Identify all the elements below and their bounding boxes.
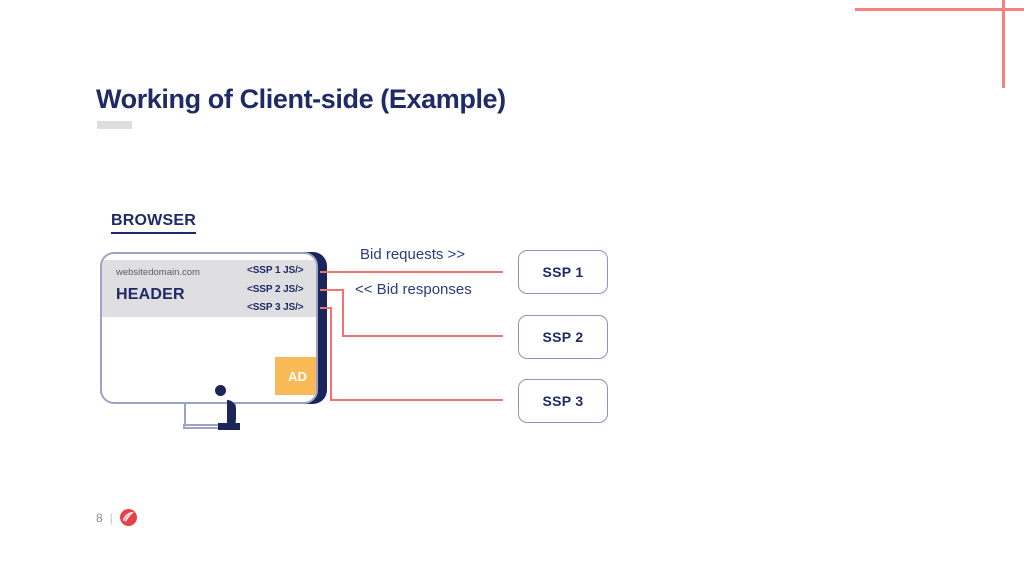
- ssp-box-3: SSP 3: [518, 379, 608, 423]
- slide-footer: 8 |: [96, 509, 137, 526]
- connector-ssp1-horizontal: [320, 271, 503, 273]
- website-header-band: [102, 260, 316, 317]
- browser-section-label: BROWSER: [111, 212, 196, 234]
- connector-ssp2-stub: [320, 289, 344, 291]
- ad-slot: AD: [275, 357, 316, 395]
- connector-ssp2-horizontal: [342, 335, 503, 337]
- monitor-indicator-dot: [215, 385, 226, 396]
- decor-horizontal-rule: [855, 8, 1024, 11]
- page-number: 8: [96, 510, 103, 525]
- connector-ssp3-vertical: [330, 307, 332, 401]
- js-tag-ssp-1: <SSP 1 JS/>: [247, 265, 304, 276]
- monitor-screen: websitedomain.com HEADER AD: [100, 252, 318, 404]
- brand-logo-icon: [119, 509, 137, 526]
- connector-ssp2-vertical: [342, 289, 344, 337]
- bid-responses-label: << Bid responses: [355, 281, 472, 298]
- connector-ssp3-horizontal: [330, 399, 503, 401]
- ssp-box-1: SSP 1: [518, 250, 608, 294]
- ssp-box-2: SSP 2: [518, 315, 608, 359]
- monitor-stand-base: [218, 423, 240, 430]
- decor-vertical-rule: [1002, 0, 1005, 88]
- page-title: Working of Client-side (Example): [96, 84, 506, 114]
- footer-separator: |: [109, 510, 113, 525]
- js-tag-ssp-3: <SSP 3 JS/>: [247, 302, 304, 313]
- browser-monitor-illustration: websitedomain.com HEADER AD: [96, 248, 336, 433]
- bid-requests-label: Bid requests >>: [360, 246, 466, 263]
- title-underline-accent: [97, 121, 132, 129]
- website-header-label: HEADER: [116, 286, 185, 303]
- connector-ssp3-stub: [320, 307, 332, 309]
- monitor-stand-edge: [227, 400, 236, 428]
- js-tag-ssp-2: <SSP 2 JS/>: [247, 284, 304, 295]
- website-domain-label: websitedomain.com: [116, 267, 200, 278]
